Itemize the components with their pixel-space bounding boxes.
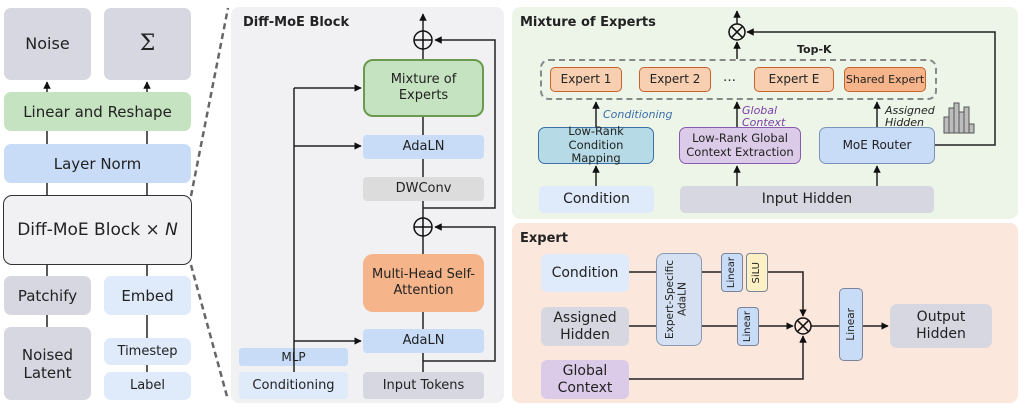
silu: SiLU bbox=[746, 253, 768, 292]
linear-c-label: Linear bbox=[844, 308, 857, 341]
dwconv: DWConv bbox=[363, 177, 484, 201]
expert-specific-adaln: Expert-Specific AdaLN bbox=[656, 253, 702, 346]
mlp: MLP bbox=[239, 348, 348, 366]
embed: Embed bbox=[104, 276, 191, 315]
diff-moe-block-stack: Diff-MoE Block × N bbox=[3, 195, 192, 265]
conditioning-label: Conditioning bbox=[603, 108, 673, 121]
silu-label: SiLU bbox=[751, 261, 762, 284]
linear-a: Linear bbox=[721, 253, 743, 292]
block-label: Diff-MoE Block × bbox=[17, 219, 166, 240]
experts-ellipsis: … bbox=[723, 70, 736, 85]
label-input: Label bbox=[104, 372, 191, 400]
expert-1: Expert 1 bbox=[550, 67, 622, 92]
expert-panel-title: Expert bbox=[520, 231, 569, 246]
linear-b: Linear bbox=[737, 307, 759, 346]
zoom-line-top bbox=[189, 7, 230, 197]
top-k-text: Top-K bbox=[797, 43, 832, 56]
shared-expert: Shared Expert bbox=[844, 67, 926, 92]
global-context-label: Global Context bbox=[742, 104, 786, 129]
noised-latent: Noised Latent bbox=[4, 327, 91, 400]
mixture-of-experts-block: Mixture of Experts bbox=[363, 59, 484, 117]
adaln-top: AdaLN bbox=[363, 135, 484, 159]
expert-specific-adaln-label: Expert-Specific AdaLN bbox=[664, 259, 689, 340]
linear-b-label: Linear bbox=[742, 310, 753, 343]
block-n: N bbox=[165, 219, 178, 240]
linear-a-label: Linear bbox=[726, 256, 737, 289]
top-k-label: Top-K bbox=[797, 43, 832, 56]
sigma-output: Σ bbox=[104, 8, 191, 80]
conditioning: Conditioning bbox=[239, 372, 348, 399]
low-rank-condition-mapping: Low-Rank Condition Mapping bbox=[538, 124, 654, 165]
moe-panel-title: Mixture of Experts bbox=[520, 15, 656, 30]
linear-reshape-layer: Linear and Reshape bbox=[4, 92, 191, 131]
expert-assigned-hidden: Assigned Hidden bbox=[541, 307, 629, 346]
expert-condition-input: Condition bbox=[541, 254, 629, 292]
moe-condition-input: Condition bbox=[539, 186, 654, 213]
linear-c: Linear bbox=[839, 288, 863, 361]
low-rank-global-context-extraction: Low-Rank Global Context Extraction bbox=[679, 127, 801, 164]
patchify: Patchify bbox=[4, 276, 91, 315]
adaln-bottom: AdaLN bbox=[363, 329, 484, 353]
moe-router: MoE Router bbox=[819, 127, 935, 164]
expert-e: Expert E bbox=[754, 67, 834, 92]
input-hidden: Input Hidden bbox=[680, 186, 934, 213]
assigned-hidden-label: Assigned Hidden bbox=[885, 104, 935, 129]
input-tokens: Input Tokens bbox=[363, 372, 484, 399]
timestep: Timestep bbox=[104, 338, 191, 365]
multi-head-self-attention: Multi-Head Self-Attention bbox=[363, 254, 484, 312]
output-hidden: Output Hidden bbox=[890, 304, 992, 348]
expert-2: Expert 2 bbox=[639, 67, 711, 92]
diff-moe-block-title: Diff-MoE Block bbox=[243, 15, 350, 30]
layer-norm: Layer Norm bbox=[4, 144, 191, 183]
noise-output: Noise bbox=[4, 8, 91, 80]
zoom-line-bottom bbox=[189, 264, 230, 401]
expert-global-context: Global Context bbox=[541, 360, 629, 399]
